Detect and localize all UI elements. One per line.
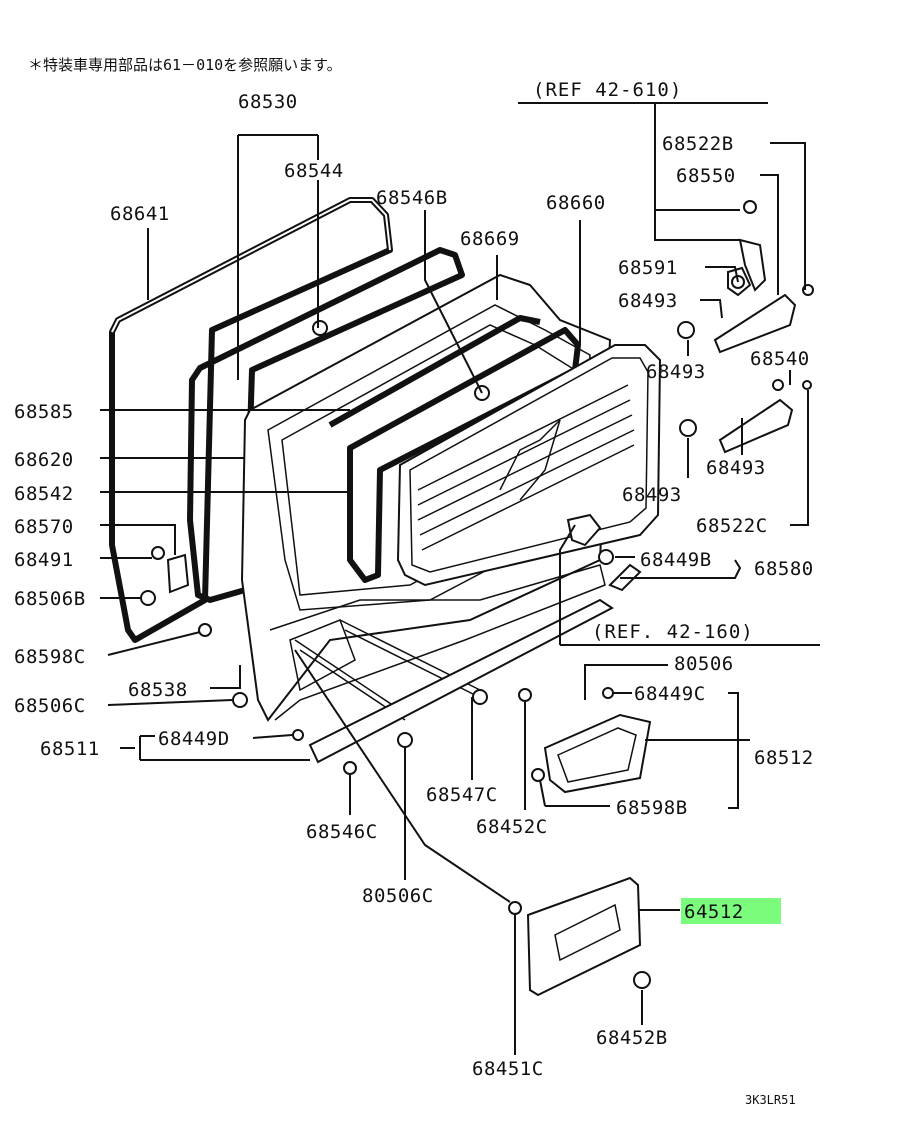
ref-top: (REF 42-610) <box>533 79 682 101</box>
label-68512: 68512 <box>754 747 814 769</box>
actuator <box>566 513 602 547</box>
lower-hinge <box>718 398 794 454</box>
label-68449c: 68449C <box>634 683 706 705</box>
label-68580: 68580 <box>754 558 814 580</box>
glass-weatherstrip-top <box>328 315 541 428</box>
label-68491: 68491 <box>14 549 74 571</box>
label-68522b: 68522B <box>662 133 734 155</box>
label-68546c: 68546C <box>306 821 378 843</box>
label-68540: 68540 <box>750 348 810 370</box>
label-68522c: 68522C <box>696 515 768 537</box>
label-68546b: 68546B <box>376 187 448 209</box>
label-64512: 64512 <box>684 901 744 923</box>
label-68660: 68660 <box>546 192 606 214</box>
outside-handle <box>543 713 652 794</box>
inner-weatherstrip <box>187 247 465 603</box>
label-68669: 68669 <box>460 228 520 250</box>
label-68493-a: 68493 <box>618 290 678 312</box>
label-68506b: 68506B <box>14 588 86 610</box>
label-68449b: 68449B <box>640 549 712 571</box>
label-68585: 68585 <box>14 401 74 423</box>
header-note: ＊特装車専用部品は61－010を参照願います。 <box>28 56 342 74</box>
license-bracket-inner <box>554 903 621 962</box>
ref-mid: (REF. 42-160) <box>592 621 754 643</box>
label-68452c: 68452C <box>476 816 548 838</box>
upper-hinge <box>713 293 797 354</box>
label-68451c: 68451C <box>472 1058 544 1080</box>
license-bracket <box>526 876 642 997</box>
door-parts-drawing <box>109 197 814 997</box>
outer-weatherstrip-inner <box>111 199 391 333</box>
label-68493-d: 68493 <box>622 484 682 506</box>
lower-garnish <box>308 598 614 764</box>
label-68544: 68544 <box>284 160 344 182</box>
label-68511: 68511 <box>40 738 100 760</box>
label-68493-b: 68493 <box>646 361 706 383</box>
label-68591: 68591 <box>618 257 678 279</box>
label-68641: 68641 <box>110 203 170 225</box>
hinge-bracket <box>738 238 767 292</box>
label-68449d: 68449D <box>158 728 230 750</box>
label-68493-c: 68493 <box>706 457 766 479</box>
label-68547c: 68547C <box>426 784 498 806</box>
label-68506c: 68506C <box>14 695 86 717</box>
label-68550: 68550 <box>676 165 736 187</box>
door-lower-panel <box>269 564 606 721</box>
highlight-box <box>681 898 781 924</box>
label-68598b: 68598B <box>616 797 688 819</box>
label-80506c: 80506C <box>362 885 434 907</box>
glass-weatherstrip <box>347 327 581 583</box>
label-68598c: 68598C <box>14 646 86 668</box>
label-68530: 68530 <box>238 91 298 113</box>
label-68620: 68620 <box>14 449 74 471</box>
label-80506: 80506 <box>674 653 734 675</box>
defogger-lines <box>417 384 635 551</box>
part-labels: (REF 42-610) (REF. 42-160) 68530 68544 6… <box>14 79 814 1107</box>
label-68542: 68542 <box>14 483 74 505</box>
outside-handle-inner <box>557 727 637 783</box>
label-68570: 68570 <box>14 516 74 538</box>
leader-lines <box>100 102 820 1055</box>
lock-assembly <box>166 553 190 594</box>
diagram-code: 3K3LR51 <box>745 1093 796 1107</box>
door-glass-inner <box>409 357 649 573</box>
door-lower-trim <box>289 619 356 692</box>
fasteners <box>140 200 814 989</box>
label-68538: 68538 <box>128 679 188 701</box>
label-68452b: 68452B <box>596 1027 668 1049</box>
